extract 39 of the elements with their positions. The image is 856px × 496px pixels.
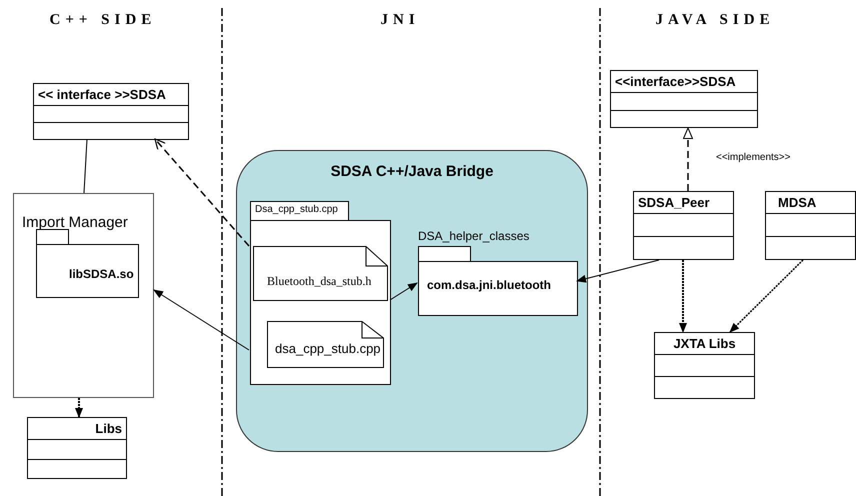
class-name: JXTA Libs — [655, 333, 754, 355]
arrow — [576, 260, 660, 283]
edge-label: <<implements>> — [715, 152, 792, 163]
component-box — [13, 193, 154, 398]
arrow — [75, 398, 83, 418]
class-box — [633, 191, 734, 260]
class-name: SDSA_Peer — [634, 192, 733, 214]
package-name: libSDSA.so — [69, 267, 134, 281]
package-box — [250, 201, 391, 385]
connector-line — [84, 138, 88, 194]
container-title: SDSA C++/Java Bridge — [330, 163, 494, 180]
class-name: << interface >>SDSA — [34, 84, 188, 106]
arrow — [154, 138, 250, 246]
class-name: Libs — [28, 418, 126, 440]
arrow — [390, 282, 418, 300]
note-text: Bluetooth_dsa_stub.h — [267, 274, 372, 289]
interface-class-box — [610, 70, 758, 128]
bridge-container — [236, 150, 588, 452]
note-text: dsa_cpp_stub.cpp — [275, 341, 381, 356]
package-name: com.dsa.jni.bluetooth — [427, 278, 552, 292]
note-box — [253, 246, 388, 301]
arrow — [679, 260, 687, 333]
class-box — [765, 191, 856, 260]
arrow — [729, 259, 804, 333]
component-name: Import Manager — [22, 214, 128, 231]
column-heading: JAVA SIDE — [656, 12, 775, 29]
interface-class-box — [33, 83, 189, 140]
class-box — [654, 332, 755, 399]
package-tab-label: Dsa_cpp_stub.cpp — [255, 204, 338, 215]
column-heading: JNI — [380, 12, 420, 29]
note-box — [267, 321, 384, 368]
package-heading: DSA_helper_classes — [418, 229, 530, 243]
class-name: <<interface>>SDSA — [611, 71, 757, 93]
arrow — [683, 128, 693, 191]
class-box — [27, 417, 127, 479]
column-heading: C++ SIDE — [50, 12, 156, 29]
arrow — [153, 289, 250, 350]
class-name: MDSA — [766, 192, 855, 214]
package-box — [36, 229, 139, 298]
